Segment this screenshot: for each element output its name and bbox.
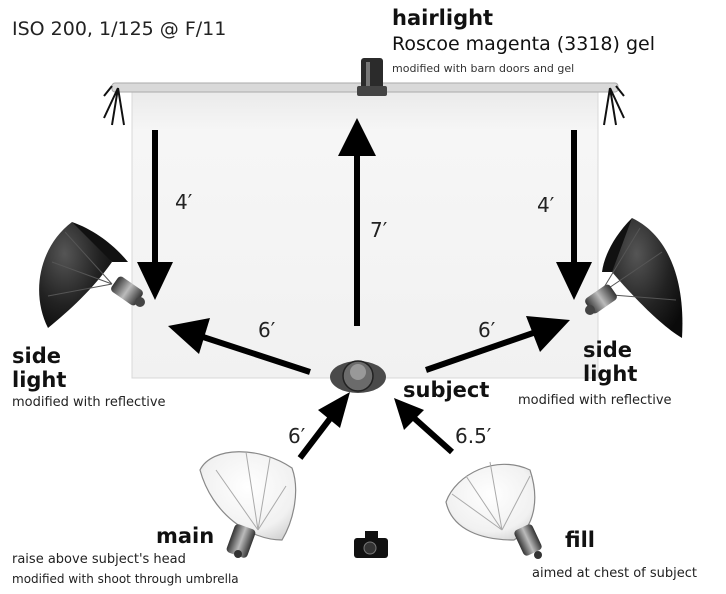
side-light-right-umbrella-icon [585, 218, 683, 338]
side-light-right-title-line1: side [583, 338, 632, 362]
camera-icon [354, 531, 388, 558]
subject-label: subject [403, 378, 490, 402]
fill-light-title: fill [565, 528, 595, 552]
fill-light-umbrella-icon [445, 461, 542, 559]
backdrop-stand-left-icon [103, 85, 125, 126]
distance-right-side-to-backdrop: 4′ [537, 193, 555, 217]
distance-main-to-subject: 6′ [288, 424, 306, 448]
fill-light-note: aimed at chest of subject [532, 566, 697, 581]
side-light-left-title-line1: side [12, 344, 61, 368]
arrow-right-side-to-backdrop [556, 130, 592, 300]
arrow-main-to-subject [297, 392, 350, 460]
hairlight-gel-label: Roscoe magenta (3318) gel [392, 33, 655, 55]
hairlight-modifier-label: modified with barn doors and gel [392, 62, 575, 75]
camera-settings-label: ISO 200, 1/125 @ F/11 [12, 18, 227, 40]
arrow-subject-to-left-side [168, 318, 311, 375]
side-light-left-modifier: modified with reflective [12, 395, 166, 410]
side-light-left-umbrella-icon [39, 222, 145, 328]
side-light-right-modifier: modified with reflective [518, 393, 672, 408]
arrow-fill-to-subject [394, 398, 455, 455]
main-light-umbrella-icon [199, 451, 297, 558]
hairlight-fixture-icon [357, 58, 387, 96]
hairlight-title: hairlight [392, 6, 494, 30]
arrow-subject-to-right-side [425, 316, 570, 373]
main-light-note: raise above subject's head [12, 552, 186, 567]
arrow-left-side-to-backdrop [137, 130, 173, 300]
side-light-left-title-line2: light [12, 368, 67, 392]
arrow-subject-to-backdrop [338, 118, 376, 326]
distance-subject-to-left-side: 6′ [258, 318, 276, 342]
distance-fill-to-subject: 6.5′ [455, 424, 492, 448]
distance-left-side-to-backdrop: 4′ [175, 190, 193, 214]
side-light-right-title-line2: light [583, 362, 638, 386]
distance-subject-to-right-side: 6′ [478, 318, 496, 342]
distance-subject-to-backdrop: 7′ [370, 218, 388, 242]
subject-head-icon [330, 360, 386, 393]
main-light-title: main [156, 524, 215, 548]
main-light-modifier: modified with shoot through umbrella [12, 572, 239, 586]
backdrop-stand-right-icon [603, 85, 625, 126]
